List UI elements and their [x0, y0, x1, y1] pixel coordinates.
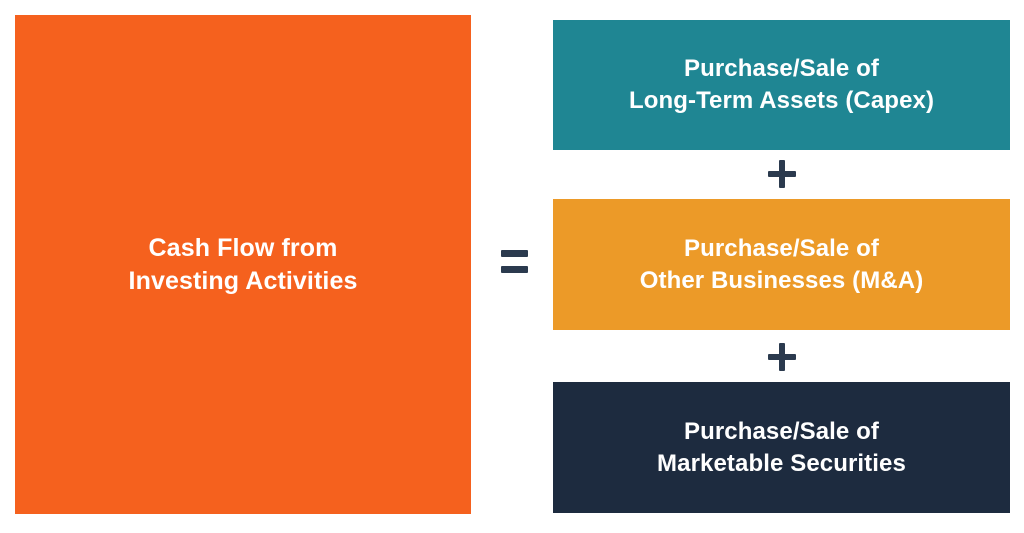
- component-box-capex: Purchase/Sale of Long-Term Assets (Capex…: [553, 20, 1010, 150]
- result-box-cash-flow-investing-activities: Cash Flow from Investing Activities: [15, 15, 471, 514]
- equals-bar-top: [500, 249, 528, 257]
- components-stack: Purchase/Sale of Long-Term Assets (Capex…: [553, 20, 1010, 513]
- component-box-mergers-acquisitions: Purchase/Sale of Other Businesses (M&A): [553, 199, 1010, 330]
- plus-vertical-bar: [779, 160, 785, 188]
- plus-operator-icon-2: [765, 340, 799, 374]
- component-box-marketable-securities: Purchase/Sale of Marketable Securities: [553, 382, 1010, 513]
- plus-vertical-bar: [779, 343, 785, 371]
- equals-bar-bottom: [500, 265, 528, 273]
- equals-operator-icon: [493, 238, 535, 284]
- plus-operator-icon-1: [765, 157, 799, 191]
